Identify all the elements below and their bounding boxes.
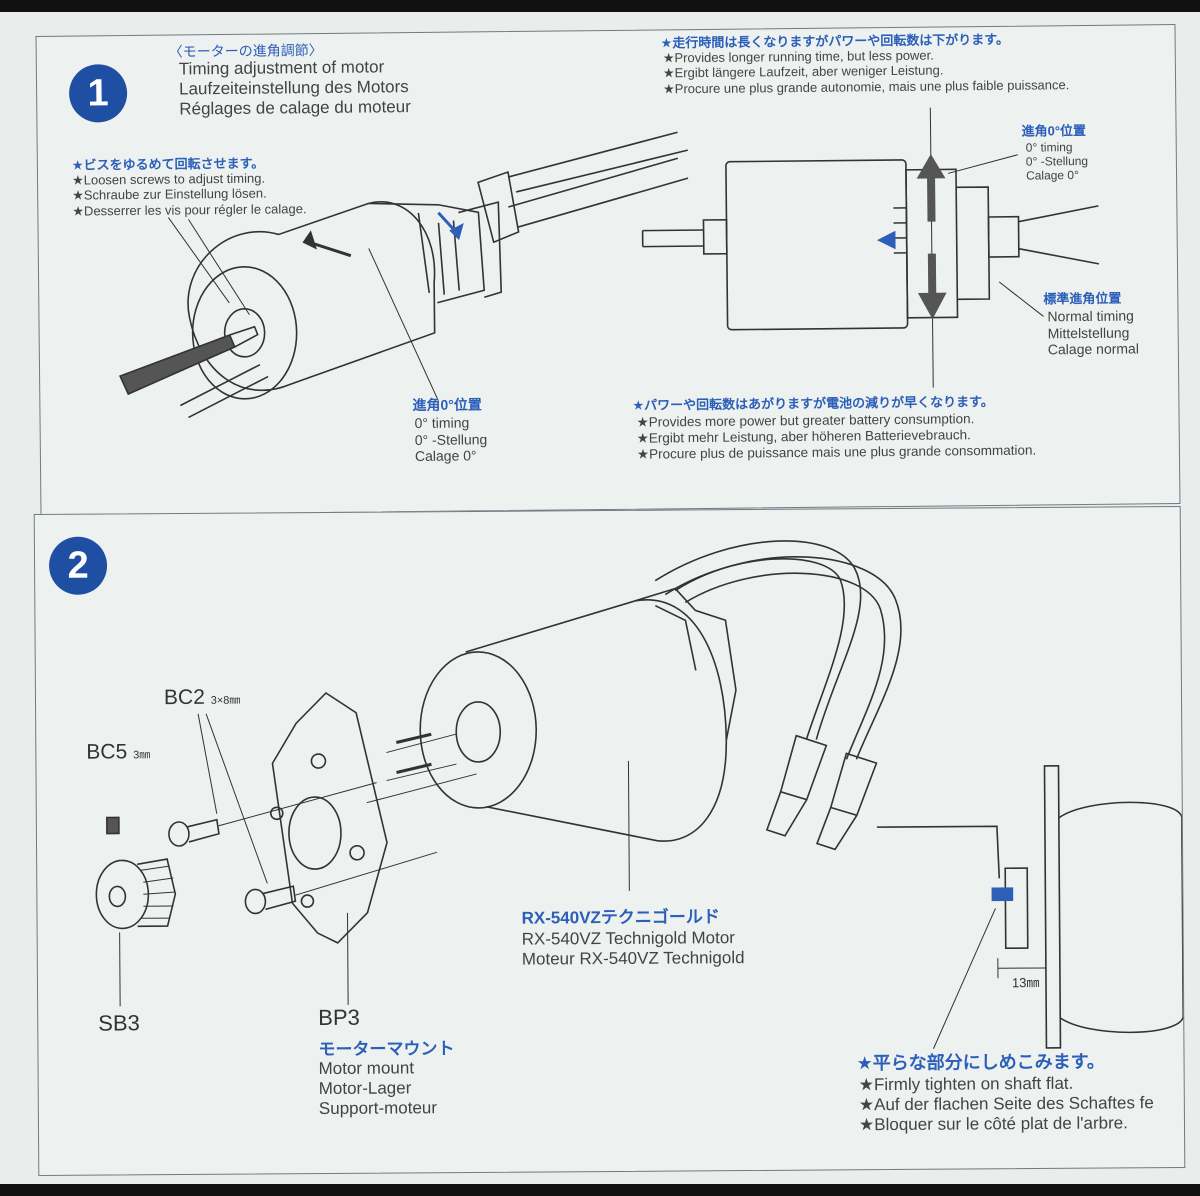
step2-illustration bbox=[95, 540, 1185, 1049]
step1-panel: 1 〈モーターの進角調節〉 Timing adjustment of motor… bbox=[35, 24, 1181, 516]
step2-panel: 2 BC2 3×8㎜ BC5 3㎜ SB3 BP3 モーターマウント Motor… bbox=[33, 506, 1186, 1176]
motor-left-drawing bbox=[119, 131, 689, 419]
instruction-page: 1 〈モーターの進角調節〉 Timing adjustment of motor… bbox=[0, 12, 1200, 1184]
pinion-gear-drawing bbox=[95, 816, 177, 1007]
screws-drawing bbox=[168, 713, 438, 915]
step1-illustration bbox=[119, 107, 1100, 419]
rx540vz-motor-drawing bbox=[366, 540, 902, 891]
motor-right-drawing bbox=[641, 107, 1100, 388]
shaft-detail-drawing bbox=[876, 765, 1185, 1049]
motor-mount-drawing bbox=[269, 691, 388, 1005]
